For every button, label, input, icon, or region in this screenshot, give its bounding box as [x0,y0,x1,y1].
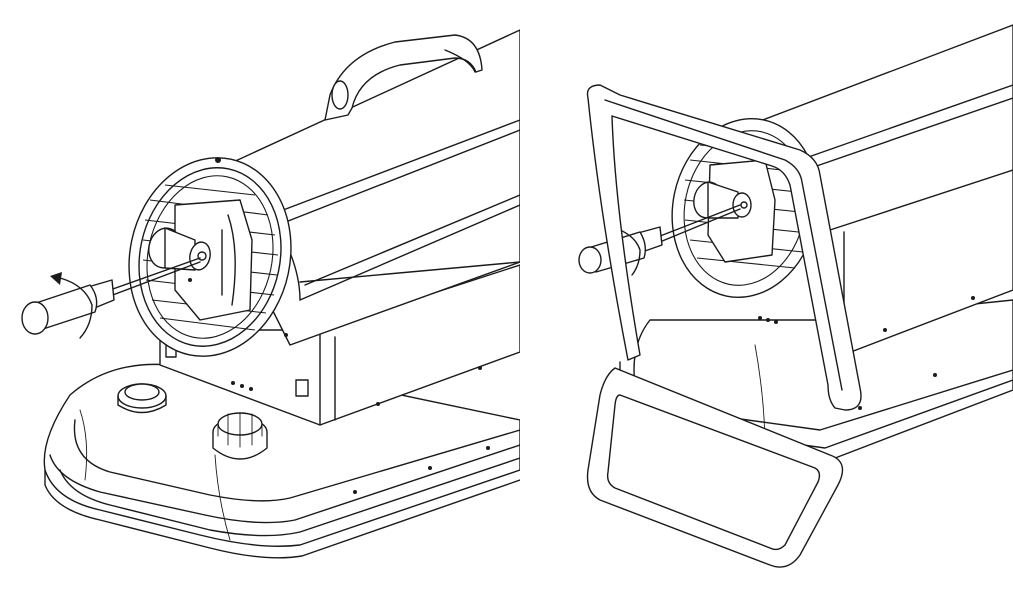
illustration-panel-left [21,29,520,559]
screwdriver [21,257,201,335]
heater-drawing-right [578,24,1013,568]
rotation-arrow-icon [50,272,93,339]
motor-hub [148,227,211,271]
fuel-cap [212,412,268,460]
heater-drawing-left [21,29,520,559]
frame-handle [586,84,862,568]
illustration-panel-right [560,0,1013,599]
fuel-gauge [117,383,167,414]
fuel-tank [43,363,520,559]
carry-handle [324,34,483,121]
